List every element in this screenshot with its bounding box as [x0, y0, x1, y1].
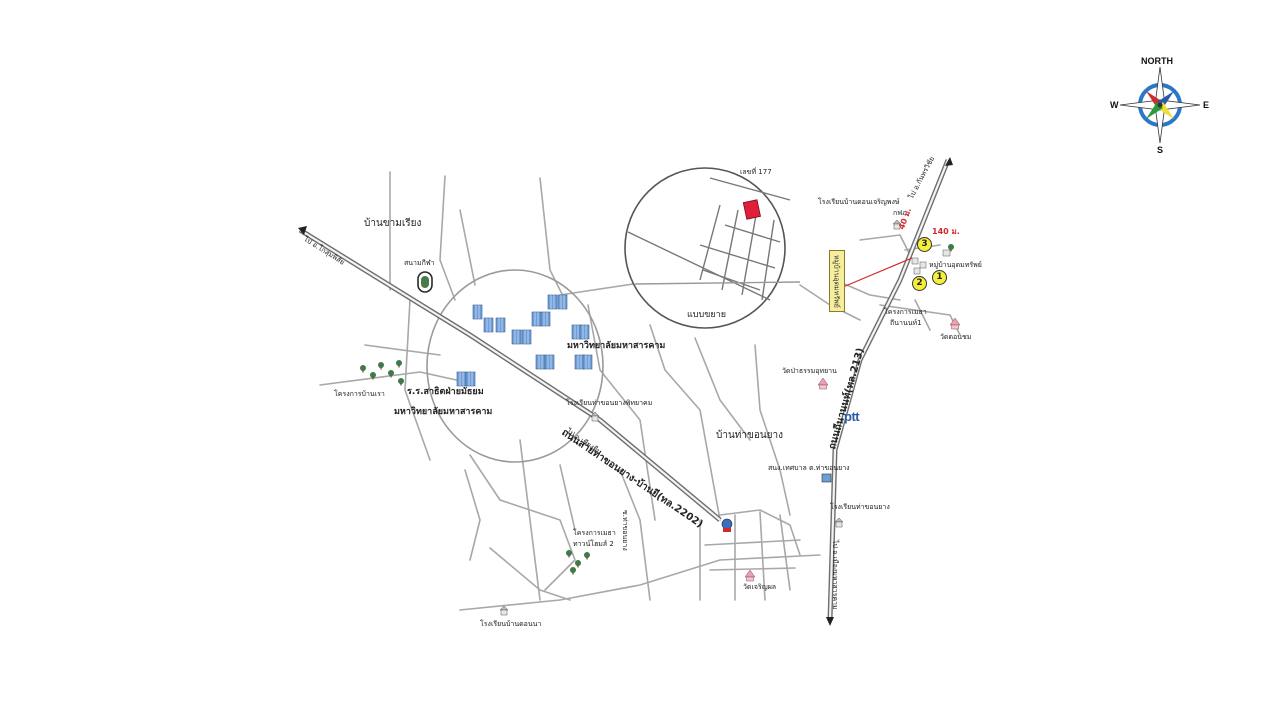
label-demo-school-2: มหาวิทยาลัยมหาสารคาม [394, 407, 493, 417]
road-arrow-west [298, 226, 307, 235]
label-metha-thinanon: โครงการเมธา [884, 308, 927, 316]
label-university: มหาวิทยาลัยมหาสารคาม [567, 341, 666, 351]
marker-1: 1 [932, 270, 947, 285]
marker-3: 3 [917, 237, 932, 252]
label-town-home-2: ทาวน์โฮมส์ 2 [573, 540, 614, 548]
village-houses-icon [911, 249, 951, 275]
municipal-icon [821, 473, 832, 483]
label-wat-don-chom: วัดดอนชม [940, 333, 972, 341]
label-school-don-charoen: โรงเรียนบ้านดอนเจริญพงษ์ [818, 198, 900, 206]
label-kaw-kaw-sor: กฟภ. [893, 209, 910, 217]
label-municipal-office: สนง.เทศบาล ต.ท่าขอนยาง [768, 464, 850, 472]
village-sign-board: หมู่บ้านอุดมทรัพย์ [829, 250, 845, 312]
label-to-mahasarakham: ไป อ.เมืองมหาสารคาม [831, 540, 839, 610]
compass-east-label: E [1203, 100, 1210, 110]
label-distance-140: 140 ม. [932, 227, 960, 236]
compass-south-label: S [1157, 145, 1164, 155]
university-boundary [426, 269, 604, 463]
ptt-logo: ptt [844, 409, 860, 424]
label-wat-pa-thammaudom: วัดป่าธรรมอุทยาน [782, 367, 837, 375]
label-lane: ซ.ท่าขอนยาง [621, 510, 629, 551]
compass-north-label: NORTH [1141, 56, 1173, 66]
compass-west-label: W [1110, 100, 1119, 110]
stadium-icon [417, 271, 433, 293]
label-metha-thinanon-2: ถีนานนท์1 [890, 319, 922, 327]
marker-2: 2 [912, 276, 927, 291]
inset-caption: แบบขยาย [687, 310, 726, 320]
label-ban-rao: โครงการบ้านเรา [334, 390, 385, 398]
inset-streets [627, 177, 791, 301]
red-route-line [842, 257, 913, 288]
label-village-udom: หมู่บ้านอุดมทรัพย์ [929, 261, 982, 269]
label-school-tha-khon-yang: โรงเรียนท่าขอนยาง [830, 503, 890, 511]
label-stadium: สนามกีฬา [404, 259, 435, 267]
label-demo-school-1: ร.ร.สาธิตฝ่ายมัธยม [407, 387, 484, 397]
inset-plot-label: เลขที่ 177 [740, 168, 772, 176]
road-arrow-south [826, 617, 834, 626]
label-ban-tha-khon-yang: บ้านท่าขอนยาง [716, 430, 784, 441]
label-wat-charoen: วัดเจริญผล [743, 583, 777, 591]
minor-roads [319, 171, 961, 611]
label-town-home: โครงการเมธา [573, 529, 616, 537]
inset-plot-highlight [742, 199, 761, 220]
road-arrow-north [945, 157, 953, 166]
compass-rose-icon [1119, 66, 1201, 144]
intersection-marker-icon [721, 518, 733, 532]
label-ban-kham-riang: บ้านขามเรียง [364, 218, 422, 229]
label-kham-riang-school: โรงเรียนท่าขอนยางพิทยาคม [566, 399, 653, 407]
label-school-don-na: โรงเรียนบ้านดอนนา [480, 620, 542, 628]
